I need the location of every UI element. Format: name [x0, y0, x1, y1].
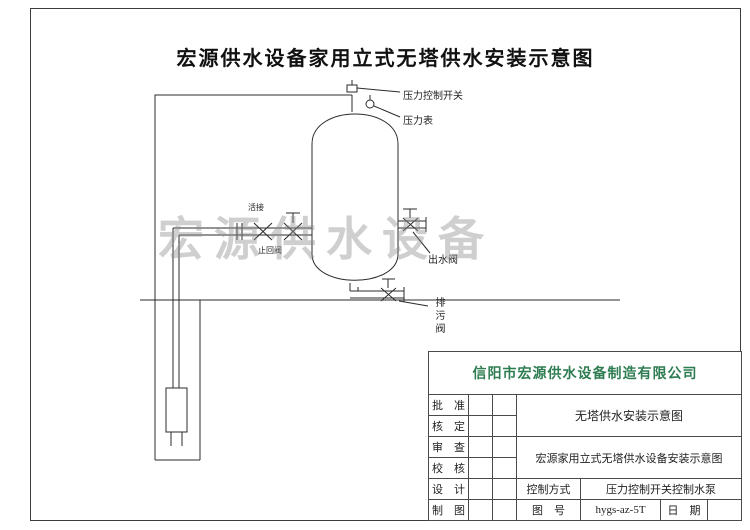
- sign-label-proof: 校 核: [428, 457, 469, 479]
- control-method-value: 压力控制开关控制水泵: [579, 478, 743, 500]
- company-name: 信阳市宏源供水设备制造有限公司: [427, 351, 743, 395]
- outlet-valve-label: 出水阀: [428, 255, 458, 266]
- sign-label-draft: 制 图: [428, 499, 469, 521]
- outlet-valve-symbol: [402, 217, 419, 232]
- pump: [165, 387, 188, 446]
- well: [155, 300, 201, 461]
- sign-label-verify: 核 定: [428, 415, 469, 437]
- sign-cell: [468, 478, 493, 500]
- sign-cell: [468, 436, 493, 458]
- drain-valve-label: 排污阀: [433, 297, 444, 336]
- sign-cell: [468, 394, 493, 416]
- check-valve-label: 止回阀: [258, 246, 282, 255]
- date-value-cell: [706, 499, 743, 521]
- doc-title-small: 无塔供水安装示意图: [515, 394, 743, 437]
- title-block: 信阳市宏源供水设备制造有限公司 批 准 无塔供水安装示意图 核 定 审 查 宏源…: [427, 351, 743, 521]
- watermark-text: 宏源供水设备: [158, 214, 494, 265]
- sign-cell: [492, 499, 517, 521]
- sign-label-approve: 批 准: [428, 394, 469, 416]
- sign-cell: [468, 499, 493, 521]
- check-valve-symbol: [253, 222, 273, 241]
- drawing-no-value: hygs-az-5T: [580, 499, 661, 521]
- leader-pressure-gauge: [373, 105, 401, 118]
- riser-and-top-pipe: [154, 94, 352, 460]
- pressure-gauge-fitting: [365, 95, 375, 109]
- sign-cell: [492, 478, 517, 500]
- drawing-no-label: 图 号: [516, 499, 581, 521]
- doc-title-full: 宏源家用立式无塔供水设备安装示意图: [515, 436, 743, 479]
- drain-valve-symbol: [380, 287, 397, 302]
- union-label: 活接: [248, 203, 264, 212]
- outlet-pipe: [398, 208, 431, 254]
- leader-outlet-valve: [412, 231, 431, 254]
- inlet-valve-symbol: [283, 222, 303, 241]
- sign-label-review: 审 查: [428, 436, 469, 458]
- sign-cell: [468, 415, 493, 437]
- drawing-title: 宏源供水设备家用立式无塔供水安装示意图: [176, 48, 595, 70]
- leader-pressure-switch: [356, 87, 401, 93]
- pressure-switch-label: 压力控制开关: [403, 91, 463, 102]
- date-label: 日 期: [660, 499, 708, 521]
- leader-drain-valve: [398, 300, 429, 307]
- inlet-pipe: [173, 212, 312, 241]
- sign-cell: [492, 394, 517, 416]
- sign-label-design: 设 计: [428, 478, 469, 500]
- drawing-border-frame: [30, 8, 741, 521]
- sign-cell: [492, 415, 517, 437]
- sign-cell: [468, 457, 493, 479]
- sign-cell: [492, 457, 517, 479]
- pressure-switch-fitting: [346, 80, 358, 112]
- pressure-gauge-label: 压力表: [403, 116, 433, 127]
- pressure-tank: [311, 113, 399, 281]
- riser-pipe: [172, 228, 180, 388]
- control-method-label: 控制方式: [516, 478, 581, 500]
- drain-pipe: [349, 278, 429, 307]
- sign-cell: [492, 436, 517, 458]
